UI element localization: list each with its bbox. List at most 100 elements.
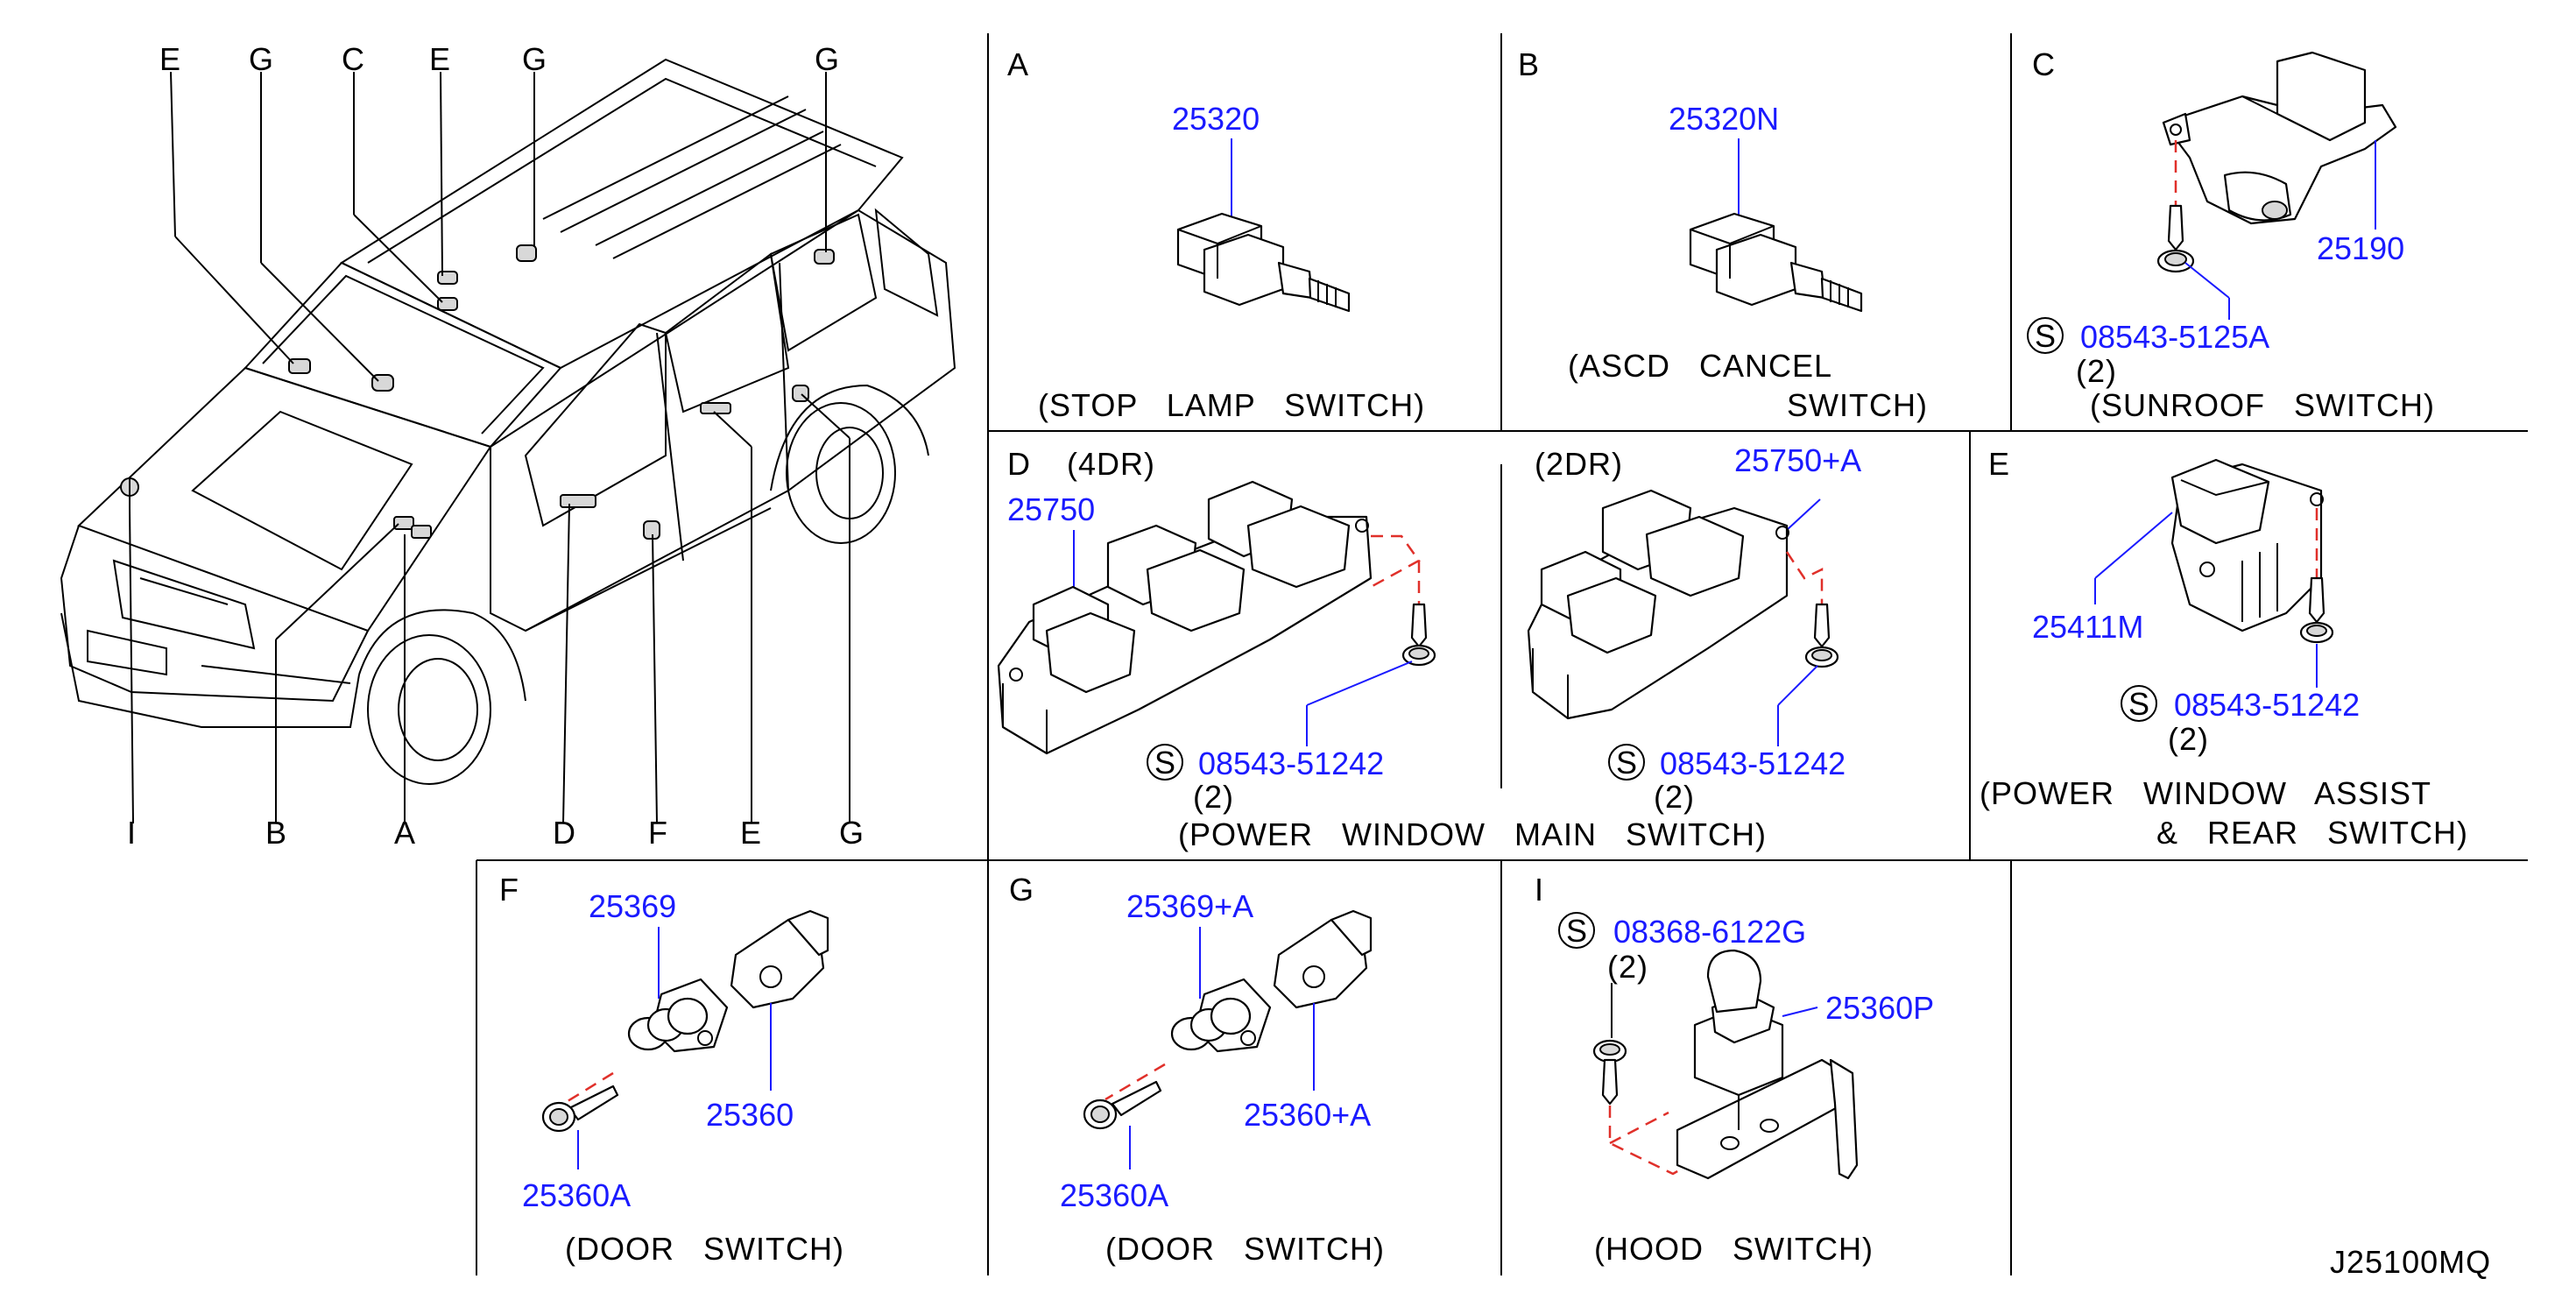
- panel-d-title: (POWER WINDOW MAIN SWITCH): [1178, 816, 1767, 852]
- door-switch-bracket-drawing: [730, 909, 829, 1009]
- panel-g-fastener-guide: [1105, 1063, 1166, 1101]
- panel-d-part-4dr: 25750: [1007, 491, 1095, 527]
- panel-b-letter: B: [1518, 46, 1540, 82]
- car-callout-bottom-1: I: [127, 815, 137, 851]
- panel-c-screw-drawing: [2156, 204, 2195, 273]
- panel-e: E 25411M S 08543-51242 (2) (POWER WINDOW…: [1980, 446, 2468, 851]
- car-callout-bottom-5: F: [648, 815, 668, 851]
- panel-i-title: (HOOD SWITCH): [1594, 1231, 1874, 1267]
- panel-grid: [476, 33, 2528, 1275]
- panel-i-screw-part: 08368-6122G: [1613, 914, 1806, 950]
- panel-i-part-number: 25360P: [1825, 990, 1934, 1026]
- panel-i-screw-symbol: [1558, 912, 1595, 949]
- panel-d: D (4DR) (2DR) 25750 S 08543-51242: [997, 442, 1861, 852]
- door-switch-g-bracket-drawing: [1273, 909, 1373, 1009]
- panel-d-letter: D: [1007, 446, 1031, 482]
- panel-e-part-number: 25411M: [2032, 609, 2143, 645]
- door-switch-plunger-drawing: [627, 978, 729, 1053]
- panel-i-qty: (2): [1607, 949, 1648, 985]
- panel-d-qty-4dr: (2): [1193, 779, 1234, 815]
- panel-c-qty: (2): [2076, 353, 2117, 389]
- panel-a-part-number: 25320: [1172, 101, 1260, 137]
- panel-d-screw-leader-2dr: [1777, 665, 1818, 706]
- panel-b-title-line2: SWITCH): [1787, 387, 1928, 423]
- panel-d-screw-symbol-2dr: [1608, 744, 1645, 781]
- main-switch-4dr-drawing: [997, 480, 1373, 755]
- panel-c-title: (SUNROOF SWITCH): [2090, 387, 2435, 423]
- panel-d-screw-leader-4dr: [1306, 661, 1413, 706]
- panel-d-screw-symbol-4dr-label: S: [1154, 745, 1176, 781]
- panel-e-letter: E: [1988, 446, 2010, 482]
- panel-e-screw-symbol: [2121, 685, 2157, 722]
- panel-i: I S 08368-6122G (2) 25360P (HOOD SWITCH): [1535, 872, 1934, 1267]
- panel-g-part-b: 25360+A: [1244, 1097, 1371, 1133]
- car-callout-top-4: E: [429, 41, 451, 77]
- car-callout-top-6: G: [815, 41, 840, 77]
- panel-e-screw: [2299, 576, 2334, 644]
- main-switch-2dr-drawing: [1527, 489, 1789, 720]
- panel-d-screw-2dr: [1804, 603, 1839, 668]
- vehicle-overview: E G C E G G I B A D F E G: [60, 41, 956, 851]
- panel-i-screw-symbol-label: S: [1566, 913, 1588, 949]
- panel-f: F 25369 25360 25360A (DOOR SWITCH): [499, 872, 844, 1267]
- panel-c-letter: C: [2032, 46, 2056, 82]
- diagram-code: J25100MQ: [2330, 1244, 2491, 1280]
- panel-d-variant-4dr: (4DR): [1067, 446, 1155, 482]
- hood-switch-drawing: [1676, 949, 1859, 1180]
- panel-d-qty-2dr: (2): [1654, 779, 1695, 815]
- panel-i-letter: I: [1535, 872, 1544, 908]
- car-callout-bottom-4: D: [553, 815, 576, 851]
- panel-d-fastener-guide-4dr: [1370, 534, 1421, 604]
- panel-d-leader-2dr: [1786, 498, 1821, 531]
- panel-f-letter: F: [499, 872, 519, 908]
- panel-c-screw-part: 08543-5125A: [2080, 319, 2269, 355]
- panel-f-part-c: 25360A: [522, 1177, 631, 1213]
- panel-e-screw-part: 08543-51242: [2174, 687, 2360, 723]
- panel-g-screw: [1083, 1080, 1162, 1130]
- panel-d-part-2dr: 25750+A: [1734, 442, 1861, 478]
- panel-e-screw-symbol-label: S: [2128, 686, 2150, 722]
- panel-f-title: (DOOR SWITCH): [565, 1231, 844, 1267]
- ascd-cancel-switch-drawing: [1689, 212, 1863, 313]
- panel-a: A 25320 (STOP LAMP SWITCH): [1007, 46, 1425, 423]
- panel-g-part-c: 25360A: [1060, 1177, 1168, 1213]
- panel-g-part-a: 25369+A: [1126, 888, 1253, 924]
- panel-i-part-leader: [1782, 1007, 1818, 1017]
- panel-e-qty: (2): [2168, 721, 2209, 757]
- panel-g: G 25369+A 25360+A 25360A (DOOR SWITCH): [1009, 872, 1385, 1267]
- panel-e-part-leader: [2094, 512, 2173, 579]
- panel-c-screw-symbol-label: S: [2035, 318, 2057, 354]
- panel-d-screw-symbol-4dr: [1147, 744, 1183, 781]
- panel-c: C 25190 S 08543-5125A (2) (SUNROOF SWITC…: [2027, 46, 2435, 423]
- panel-a-letter: A: [1007, 46, 1029, 82]
- panel-f-part-a: 25369: [589, 888, 676, 924]
- panel-b-title-line1: (ASCD CANCEL: [1568, 348, 1832, 384]
- assist-switch-drawing: [2170, 458, 2324, 632]
- panel-i-screw: [1592, 1039, 1627, 1106]
- car-callout-bottom-7: G: [839, 815, 865, 851]
- panel-c-screw-leader: [2184, 262, 2230, 299]
- panel-e-title-line1: (POWER WINDOW ASSIST: [1980, 775, 2431, 811]
- panel-b-part-number: 25320N: [1669, 101, 1779, 137]
- panel-f-screw: [541, 1085, 619, 1133]
- car-callout-top-1: E: [159, 41, 181, 77]
- vehicle-leader-lines: [129, 71, 850, 824]
- car-callout-bottom-6: E: [740, 815, 762, 851]
- sunroof-switch-drawing: [2162, 51, 2397, 225]
- panel-d-screw-symbol-2dr-label: S: [1616, 745, 1638, 781]
- stop-lamp-switch-drawing: [1176, 212, 1351, 313]
- car-callout-top-3: C: [342, 41, 365, 77]
- panel-d-variant-2dr: (2DR): [1535, 446, 1623, 482]
- panel-a-title: (STOP LAMP SWITCH): [1038, 387, 1425, 423]
- panel-d-screw-4dr: [1401, 603, 1436, 667]
- car-callout-top-2: G: [249, 41, 274, 77]
- vehicle-body-drawing: [60, 58, 956, 785]
- panel-g-letter: G: [1009, 872, 1034, 908]
- panel-e-title-line2: & REAR SWITCH): [2156, 815, 2468, 851]
- panel-d-screw-4dr: 08543-51242: [1198, 745, 1384, 781]
- panel-c-part-number: 25190: [2317, 230, 2404, 266]
- panel-g-title: (DOOR SWITCH): [1105, 1231, 1385, 1267]
- car-callout-top-5: G: [522, 41, 547, 77]
